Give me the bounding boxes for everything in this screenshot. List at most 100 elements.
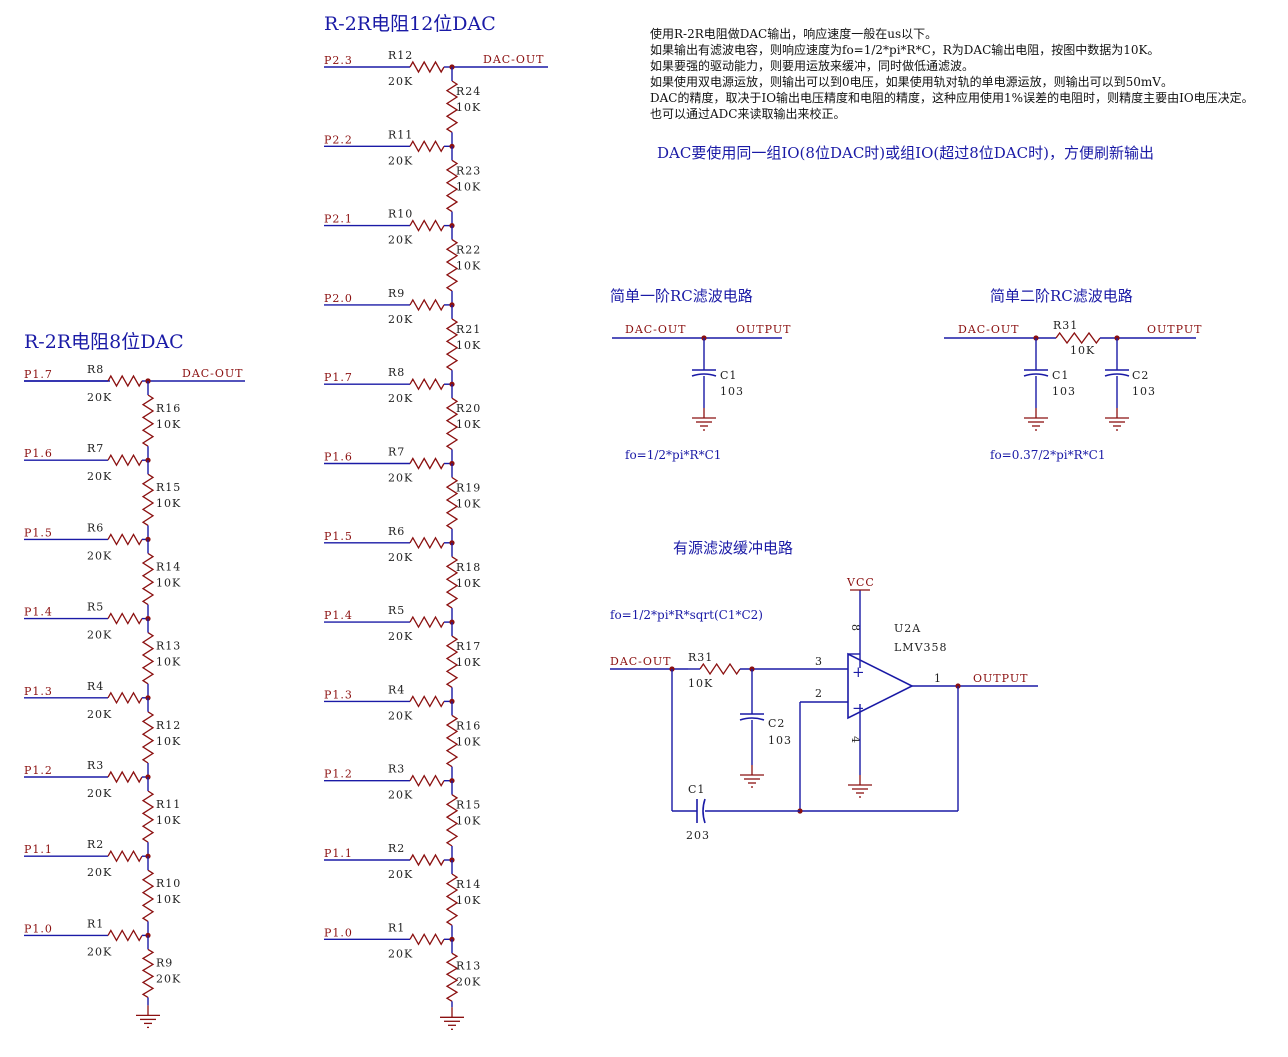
- input-pin-label: P1.4: [324, 609, 353, 622]
- resistor-ref: R31: [1053, 319, 1078, 332]
- resistor-ref: R3: [388, 763, 405, 776]
- resistor-ref: R4: [87, 680, 104, 693]
- resistor-symbol: [141, 790, 155, 843]
- resistor-value: 10K: [156, 497, 181, 510]
- capacitor-ref: C2: [1132, 369, 1149, 382]
- resistor-value: 10K: [456, 894, 481, 907]
- active-out-label: OUTPUT: [973, 672, 1028, 685]
- resistor-symbol: [107, 612, 143, 625]
- resistor-value: 20K: [388, 234, 413, 247]
- input-pin-label: P2.0: [324, 292, 353, 305]
- resistor-symbol: [409, 377, 445, 391]
- resistor-symbol: [141, 473, 155, 526]
- resistor-symbol: [409, 457, 445, 470]
- rc1-in-label: DAC-OUT: [625, 323, 687, 336]
- resistor-symbol: [1055, 331, 1101, 345]
- opamp-symbol: [847, 652, 914, 720]
- resistor-symbol: [445, 239, 459, 292]
- resistor-value: 10K: [456, 656, 481, 669]
- resistor-symbol: [445, 318, 459, 371]
- resistor-ref: R19: [456, 482, 481, 495]
- resistor-value: 10K: [456, 418, 481, 431]
- resistor-ref: R10: [156, 877, 181, 890]
- input-pin-label: P1.5: [324, 530, 353, 543]
- resistor-value: 10K: [1070, 344, 1095, 357]
- input-pin-label: P1.7: [24, 368, 53, 381]
- input-pin-label: P1.2: [324, 768, 353, 781]
- resistor-ref: R21: [456, 323, 481, 336]
- resistor-symbol: [445, 714, 459, 768]
- input-pin-label: P1.6: [24, 447, 53, 460]
- resistor-ref: R5: [388, 604, 405, 617]
- resistor-symbol: [107, 533, 143, 546]
- resistor-value: 10K: [456, 735, 481, 748]
- resistor-value: 10K: [456, 815, 481, 828]
- input-pin-label: P1.3: [24, 685, 53, 698]
- pin-number: 2: [815, 687, 822, 700]
- resistor-value: 20K: [388, 472, 413, 485]
- pin-number: 1: [934, 672, 941, 685]
- resistor-value: 20K: [87, 787, 112, 800]
- resistor-symbol: [141, 711, 155, 764]
- capacitor-plate: [702, 798, 706, 824]
- resistor-ref: R15: [456, 799, 481, 812]
- resistor-symbol: [409, 219, 445, 232]
- resistor-symbol: [445, 952, 459, 1002]
- note-hint: DAC要使用同一组IO(8位DAC时)或组IO(超过8位DAC时)，方便刷新输出: [657, 144, 1154, 162]
- resistor-value: 20K: [156, 972, 181, 985]
- resistor-ref: R7: [388, 446, 405, 459]
- pin-number: 8: [849, 624, 862, 631]
- capacitor-plate: [739, 717, 765, 721]
- resistor-ref: R24: [456, 85, 481, 98]
- resistor-value: 20K: [388, 313, 413, 326]
- resistor-symbol: [409, 932, 445, 946]
- input-pin-label: P1.1: [324, 847, 353, 860]
- resistor-value: 10K: [456, 101, 481, 114]
- resistor-value: 20K: [87, 549, 112, 562]
- resistor-symbol: [107, 453, 143, 467]
- resistor-value: 10K: [156, 576, 181, 589]
- note-line: 使用R-2R电阻做DAC输出，响应速度一般在us以下。: [650, 26, 937, 41]
- note-line: 如果要强的驱动能力，则要用运放来缓冲，同时做低通滤波。: [650, 58, 974, 73]
- rc2-title: 简单二阶RC滤波电路: [990, 287, 1133, 305]
- resistor-ref: R11: [388, 128, 413, 141]
- resistor-ref: R23: [456, 164, 481, 177]
- resistor-ref: R13: [156, 640, 181, 653]
- input-pin-label: P1.0: [324, 926, 353, 939]
- resistor-symbol: [409, 853, 445, 867]
- resistor-value: 20K: [388, 789, 413, 802]
- resistor-value: 20K: [388, 75, 413, 88]
- resistor-ref: R16: [456, 719, 481, 732]
- input-pin-label: P1.3: [324, 688, 353, 701]
- resistor-value: 20K: [87, 629, 112, 642]
- resistor-ref: R16: [156, 402, 181, 415]
- dac8-out-label: DAC-OUT: [182, 367, 244, 380]
- resistor-ref: R6: [388, 525, 405, 538]
- resistor-value: 20K: [456, 975, 481, 988]
- resistor-symbol: [409, 139, 445, 153]
- rc1-formula: fo=1/2*pi*R*C1: [625, 448, 721, 462]
- opamp-plus-sign: +: [852, 663, 865, 681]
- input-pin-label: P1.6: [324, 451, 353, 464]
- resistor-ref: R17: [456, 640, 481, 653]
- input-pin-label: P2.2: [324, 133, 353, 146]
- input-pin-label: P1.5: [24, 526, 53, 539]
- resistor-symbol: [141, 632, 155, 685]
- resistor-ref: R8: [388, 366, 405, 379]
- capacitor-value: 103: [1132, 385, 1156, 398]
- resistor-value: 20K: [87, 708, 112, 721]
- input-pin-label: P2.3: [324, 54, 353, 67]
- resistor-ref: R8: [87, 363, 104, 376]
- resistor-symbol: [107, 691, 143, 705]
- opamp-part: LMV358: [894, 641, 948, 654]
- resistor-ref: R20: [456, 402, 481, 415]
- resistor-symbol: [409, 695, 445, 708]
- resistor-ref: R1: [87, 917, 104, 930]
- input-pin-label: P1.0: [24, 922, 53, 935]
- resistor-ref: R1: [388, 921, 405, 934]
- resistor-symbol: [445, 873, 459, 926]
- resistor-value: 20K: [87, 470, 112, 483]
- resistor-value: 10K: [688, 677, 713, 690]
- resistor-ref: R12: [388, 49, 413, 62]
